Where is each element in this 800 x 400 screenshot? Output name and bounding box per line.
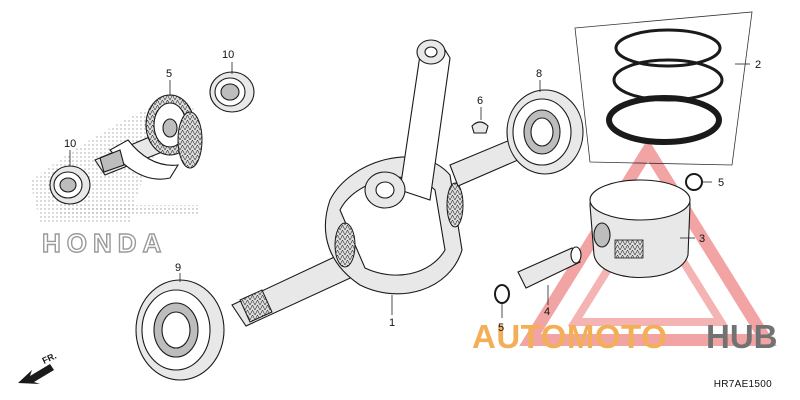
diagram-code: HR7AE1500 xyxy=(713,379,772,390)
callout-6: 5 xyxy=(166,68,172,80)
callout-5-right: 5 xyxy=(718,177,724,189)
callout-4: 4 xyxy=(544,306,550,318)
bearing-8 xyxy=(506,89,584,175)
clip-5-left xyxy=(494,284,510,304)
callout-7: 6 xyxy=(477,95,483,107)
watermark-text-primary: AUTOMOTO xyxy=(472,318,667,355)
bearing-10-bottom xyxy=(49,165,91,205)
callout-5-left: 5 xyxy=(498,322,504,334)
callout-10-top: 10 xyxy=(222,49,234,61)
callout-3: 3 xyxy=(699,233,705,245)
callout-10-bottom: 10 xyxy=(64,138,76,150)
callout-1: 1 xyxy=(389,317,395,329)
piston-pin-4 xyxy=(517,246,582,289)
front-arrow-icon xyxy=(18,364,54,384)
bearing-10-top xyxy=(209,71,255,113)
key-7 xyxy=(471,121,489,134)
bearing-9 xyxy=(135,279,225,381)
front-label: FR. xyxy=(41,351,58,366)
watermark-text-secondary: HUB xyxy=(706,318,778,355)
piston-rings-2 xyxy=(574,11,753,166)
callouts: 10 5 10 9 1 6 8 2 3 4 5 5 xyxy=(64,49,761,334)
callout-2: 2 xyxy=(755,59,761,71)
front-direction: FR. xyxy=(18,351,58,384)
crankshaft-1 xyxy=(231,39,519,327)
clip-5-right xyxy=(685,173,703,191)
piston-3 xyxy=(589,179,691,279)
balancer-shaft-6 xyxy=(94,94,203,180)
callout-9: 9 xyxy=(175,262,181,274)
leader-lines xyxy=(69,62,750,318)
honda-logo-text: HONDA xyxy=(42,228,167,258)
callout-8: 8 xyxy=(536,68,542,80)
